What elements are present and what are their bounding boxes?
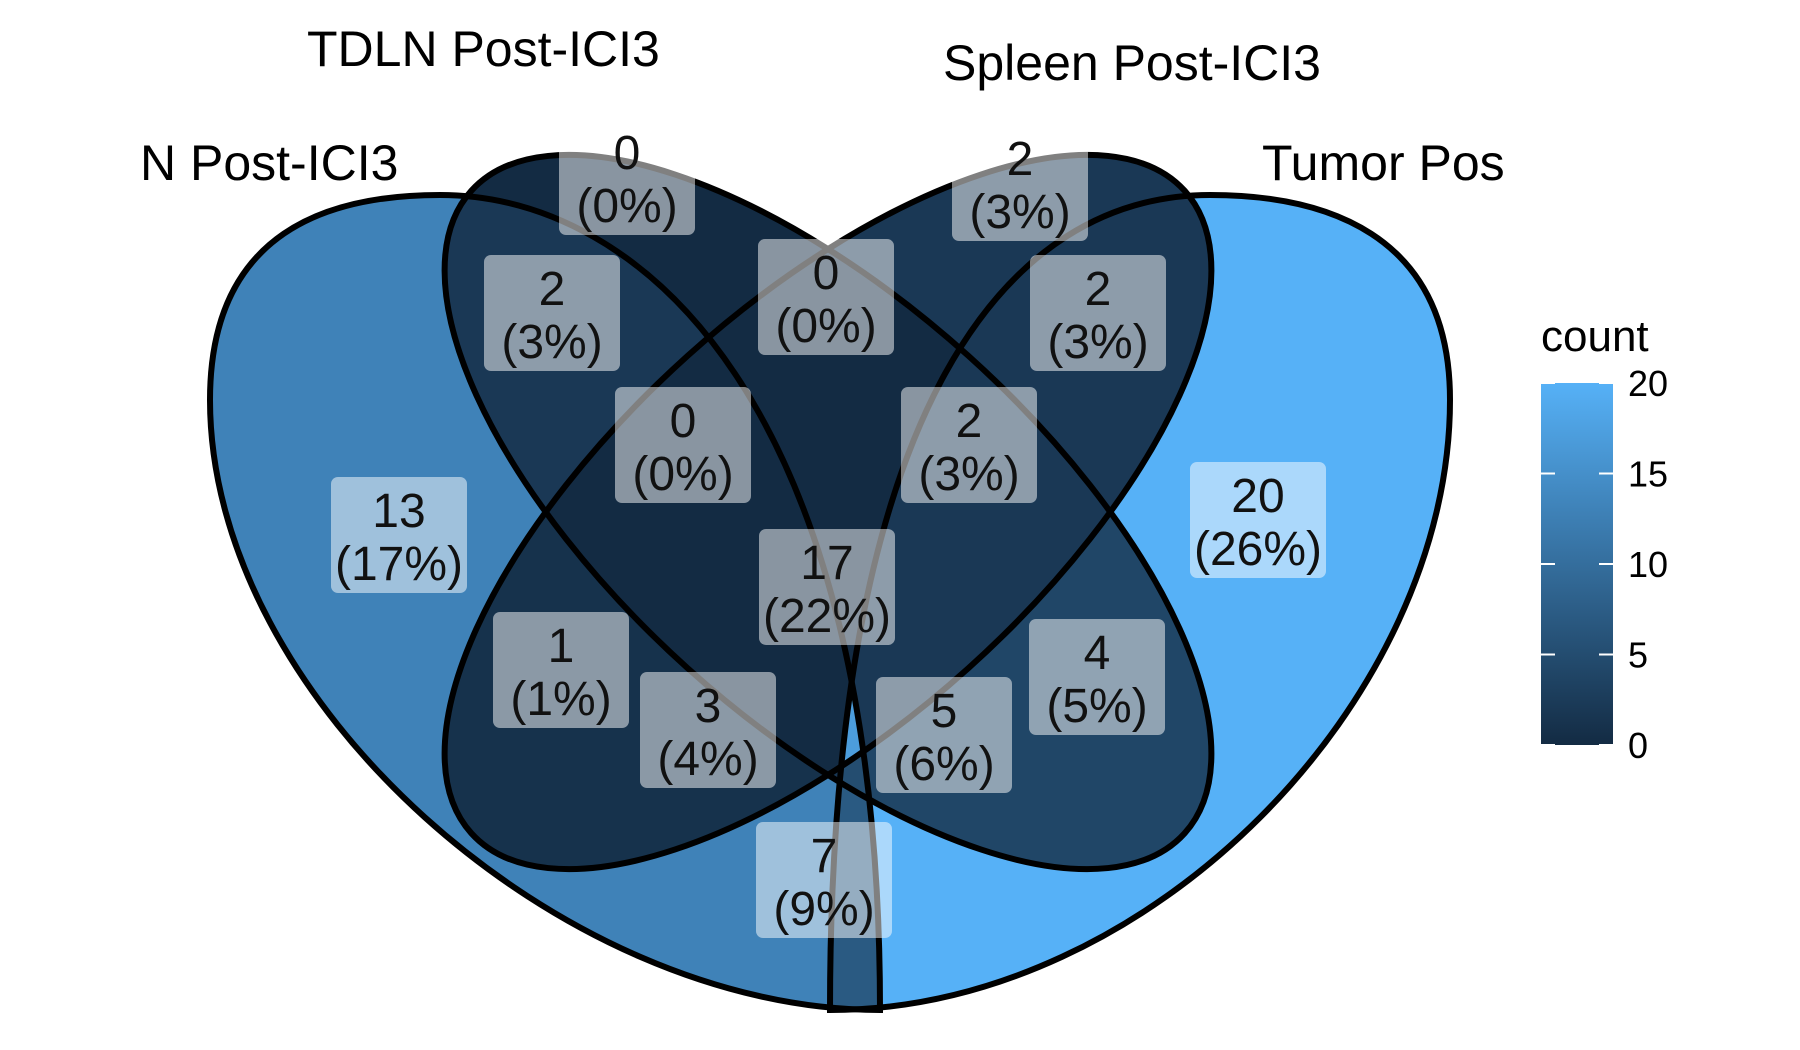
- legend-tick-label: 0: [1628, 725, 1648, 766]
- region-label-box: [331, 477, 467, 593]
- region-count: 20: [1231, 470, 1284, 523]
- region-percent: (3%): [1047, 316, 1148, 369]
- region-percent: (9%): [773, 883, 874, 936]
- venn-region-labels: 13(17%)0(0%)2(3%)20(26%)2(3%)0(0%)2(3%)0…: [331, 119, 1326, 938]
- region-label-cd: 2(3%): [1030, 255, 1166, 371]
- region-percent: (17%): [335, 538, 463, 591]
- region-percent: (0%): [775, 300, 876, 353]
- region-count: 13: [372, 485, 425, 538]
- region-count: 1: [548, 620, 575, 673]
- legend-tick-label: 15: [1628, 454, 1668, 495]
- region-label-box: [901, 387, 1037, 503]
- region-percent: (1%): [510, 673, 611, 726]
- region-count: 7: [811, 830, 838, 883]
- region-count: 0: [670, 395, 697, 448]
- region-percent: (3%): [969, 186, 1070, 239]
- region-percent: (22%): [763, 590, 891, 643]
- region-label-box: [484, 255, 620, 371]
- region-label-abcd: 17(22%): [759, 529, 895, 645]
- region-percent: (3%): [918, 448, 1019, 501]
- legend-tick-label: 10: [1628, 544, 1668, 585]
- region-count: 4: [1084, 627, 1111, 680]
- region-count: 0: [813, 247, 840, 300]
- region-count: 2: [956, 395, 983, 448]
- region-count: 2: [539, 263, 566, 316]
- region-percent: (6%): [893, 738, 994, 791]
- set-label-ndln: N Post-ICI3: [140, 135, 398, 191]
- region-label-ac: 1(1%): [493, 612, 629, 728]
- region-percent: (0%): [576, 180, 677, 233]
- region-label-c: 2(3%): [952, 125, 1088, 241]
- region-label-b: 0(0%): [559, 119, 695, 235]
- set-label-spleen: Spleen Post-ICI3: [943, 35, 1321, 91]
- region-percent: (5%): [1046, 680, 1147, 733]
- legend-tick-label: 20: [1628, 363, 1668, 404]
- color-legend: count 0 5 10 15 20: [1541, 312, 1668, 766]
- legend-title: count: [1541, 312, 1649, 361]
- region-percent: (3%): [501, 316, 602, 369]
- region-label-box: [756, 822, 892, 938]
- region-count: 5: [931, 685, 958, 738]
- region-percent: (0%): [632, 448, 733, 501]
- region-label-box: [615, 387, 751, 503]
- outline-ndln: [206, 191, 884, 1014]
- region-count: 17: [800, 537, 853, 590]
- set-label-tumor: Tumor Post: [1262, 135, 1519, 191]
- outline-spleen: [441, 151, 1215, 873]
- region-label-a: 13(17%): [331, 477, 467, 593]
- region-label-bd: 4(5%): [1029, 619, 1165, 735]
- region-label-abd: 5(6%): [876, 677, 1012, 793]
- region-label-box: [759, 529, 895, 645]
- region-count: 2: [1007, 133, 1034, 186]
- region-label-abc: 0(0%): [615, 387, 751, 503]
- set-label-tdln: TDLN Post-ICI3: [307, 21, 660, 77]
- region-count: 3: [695, 680, 722, 733]
- region-label-acd: 3(4%): [640, 672, 776, 788]
- region-label-box: [758, 239, 894, 355]
- region-percent: (4%): [657, 733, 758, 786]
- region-label-d: 20(26%): [1190, 462, 1326, 578]
- venn-set-labels: N Post-ICI3 TDLN Post-ICI3 Spleen Post-I…: [140, 21, 1519, 191]
- region-label-box: [1030, 255, 1166, 371]
- region-label-box: [640, 672, 776, 788]
- region-label-ad: 7(9%): [756, 822, 892, 938]
- region-label-box: [952, 125, 1088, 241]
- region-label-box: [493, 612, 629, 728]
- region-label-bcd: 2(3%): [901, 387, 1037, 503]
- venn-plot: N Post-ICI3 TDLN Post-ICI3 Spleen Post-I…: [140, 21, 1519, 1014]
- region-percent: (26%): [1194, 523, 1322, 576]
- legend-tick-label: 5: [1628, 635, 1648, 676]
- outline-tdln: [441, 151, 1215, 873]
- region-label-ab: 2(3%): [484, 255, 620, 371]
- region-label-box: [559, 119, 695, 235]
- region-label-box: [876, 677, 1012, 793]
- legend-ticks: 0 5 10 15 20: [1541, 363, 1668, 766]
- region-label-box: [1029, 619, 1165, 735]
- region-label-box: [1190, 462, 1326, 578]
- region-count: 2: [1085, 263, 1112, 316]
- region-count: 0: [614, 127, 641, 180]
- region-label-bc: 0(0%): [758, 239, 894, 355]
